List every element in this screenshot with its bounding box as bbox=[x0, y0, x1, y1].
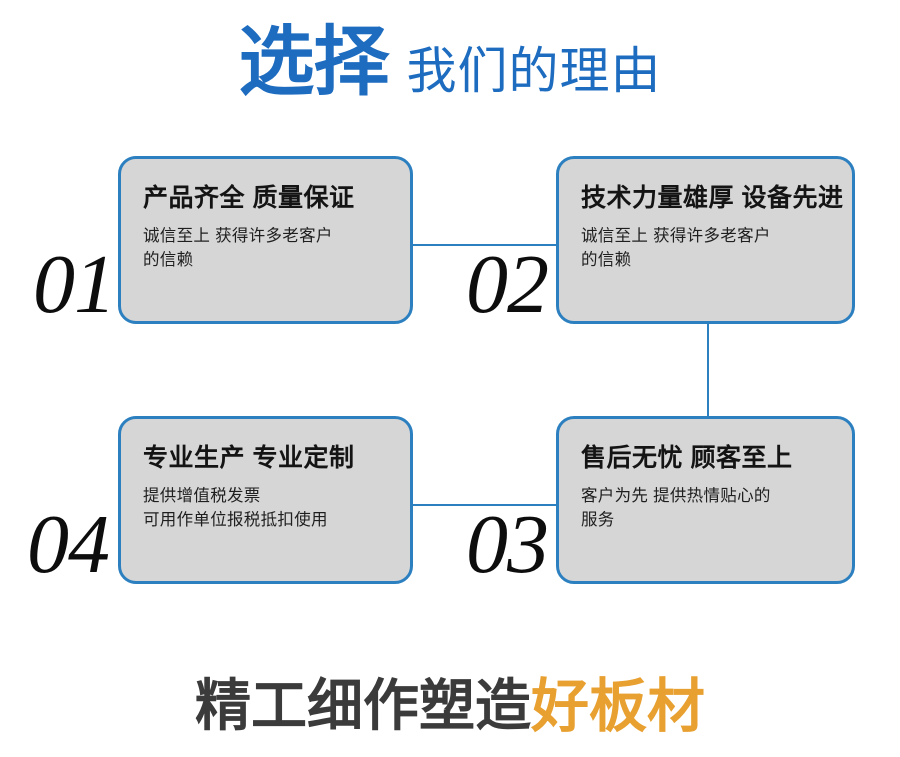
feature-card-02: 技术力量雄厚 设备先进 诚信至上 获得许多老客户 的信赖 bbox=[556, 156, 855, 324]
footer-slogan-dark: 精工细作塑造 bbox=[194, 674, 531, 737]
card-title-04: 专业生产 专业定制 bbox=[143, 444, 355, 472]
card-number-02: 02 bbox=[466, 238, 549, 331]
footer-slogan: 精工细作塑造 好板材 bbox=[0, 666, 900, 746]
footer-slogan-accent: 好板材 bbox=[530, 672, 705, 740]
card-body-line: 的信赖 bbox=[581, 251, 632, 270]
card-body-line: 诚信至上 获得许多老客户 bbox=[143, 226, 333, 245]
card-body-line: 诚信至上 获得许多老客户 bbox=[581, 226, 771, 245]
card-body-03: 客户为先 提供热情贴心的 服务 bbox=[581, 484, 830, 534]
card-number-01: 01 bbox=[33, 238, 116, 331]
card-body-line: 提供增值税发票 bbox=[143, 486, 261, 505]
page-title-strong: 选择 bbox=[238, 17, 390, 106]
feature-card-01: 产品齐全 质量保证 诚信至上 获得许多老客户 的信赖 bbox=[118, 156, 413, 324]
connector-card-01-to-02 bbox=[411, 244, 559, 246]
feature-card-04: 专业生产 专业定制 提供增值税发票 可用作单位报税抵扣使用 bbox=[118, 416, 413, 584]
card-body-line: 服务 bbox=[581, 511, 615, 530]
card-body-line: 可用作单位报税抵扣使用 bbox=[143, 511, 328, 530]
card-number-04: 04 bbox=[27, 498, 110, 591]
card-number-03: 03 bbox=[466, 498, 549, 591]
card-title-02: 技术力量雄厚 设备先进 bbox=[581, 184, 844, 212]
card-title-01: 产品齐全 质量保证 bbox=[143, 184, 355, 212]
feature-card-03: 售后无忧 顾客至上 客户为先 提供热情贴心的 服务 bbox=[556, 416, 855, 584]
page-title: 选择 我们的理由 bbox=[0, 24, 900, 114]
card-body-04: 提供增值税发票 可用作单位报税抵扣使用 bbox=[143, 484, 388, 534]
card-body-01: 诚信至上 获得许多老客户 的信赖 bbox=[143, 224, 388, 274]
card-body-02: 诚信至上 获得许多老客户 的信赖 bbox=[581, 224, 830, 274]
connector-card-03-to-04 bbox=[411, 504, 559, 506]
card-body-line: 的信赖 bbox=[143, 251, 194, 270]
card-title-03: 售后无忧 顾客至上 bbox=[581, 444, 793, 472]
card-body-line: 客户为先 提供热情贴心的 bbox=[581, 486, 771, 505]
connector-card-02-to-03 bbox=[707, 322, 709, 418]
page-title-light: 我们的理由 bbox=[406, 43, 662, 99]
